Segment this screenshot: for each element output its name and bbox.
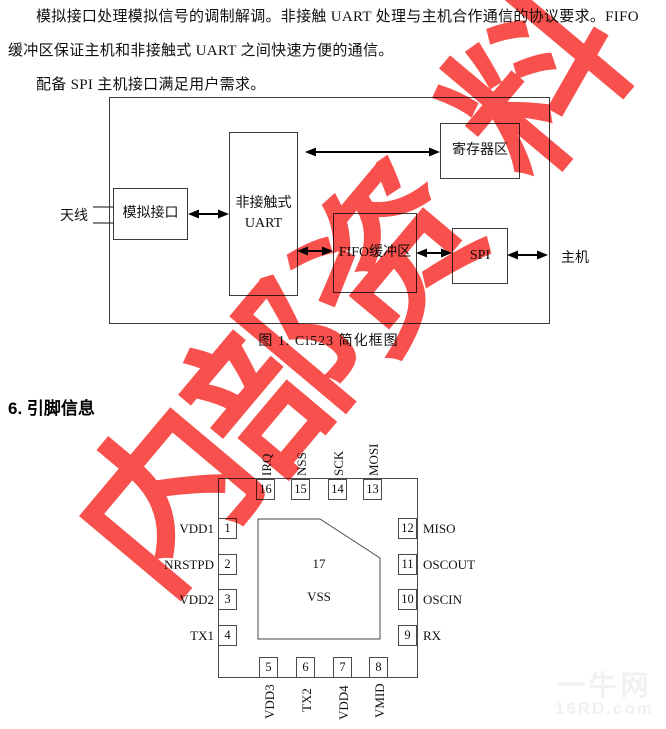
pin-number-1: 1: [218, 518, 237, 539]
spi-block: SPI: [452, 228, 508, 284]
pin-label-irq: IRQ: [259, 453, 274, 476]
pin-number-11: 11: [398, 554, 417, 575]
pin-label-vdd4: VDD4: [336, 685, 351, 720]
site-watermark-name: 一牛网: [556, 670, 653, 701]
intro-line-3: 配备 SPI 主机接口满足用户需求。: [36, 77, 266, 93]
pin-number-14: 14: [328, 479, 347, 500]
block-diagram-outer-box: [109, 97, 550, 324]
pin-label-miso: MISO: [423, 521, 456, 536]
analog-interface-block: 模拟接口: [113, 188, 188, 240]
site-watermark-url: 16RD.com: [554, 699, 654, 718]
pin-label-vdd3: VDD3: [262, 684, 277, 719]
pin-number-16: 16: [256, 479, 275, 500]
register-area-block: 寄存器区: [440, 123, 520, 179]
host-label: 主机: [561, 251, 589, 266]
pin-number-10: 10: [398, 589, 417, 610]
uart-block-line2: UART: [244, 216, 283, 231]
pin-number-5: 5: [259, 657, 278, 678]
fifo-buffer-block: FIFO缓冲区: [333, 213, 417, 293]
pin-number-6: 6: [296, 657, 315, 678]
pin-number-15: 15: [291, 479, 310, 500]
antenna-label: 天线: [60, 209, 88, 224]
intro-line-1: 模拟接口处理模拟信号的调制解调。非接触 UART 处理与主机合作通信的协议要求。…: [36, 9, 639, 25]
site-watermark: 一牛网 16RD.com: [555, 672, 654, 718]
pin-label-nrstpd: NRSTPD: [164, 557, 214, 572]
pin-number-2: 2: [218, 554, 237, 575]
figure-caption: 图 1. Ci523 简化框图: [258, 334, 399, 349]
block-diagram-arrows: [93, 147, 548, 260]
pin-label-tx2: TX2: [299, 688, 314, 712]
pin-label-sck: SCK: [331, 450, 346, 476]
pin-label-vdd1: VDD1: [179, 521, 214, 536]
intro-line-2: 缓冲区保证主机和非接触式 UART 之间快速方便的通信。: [8, 43, 394, 59]
pin-label-vmid: VMID: [372, 683, 387, 718]
pin-label-tx1: TX1: [190, 628, 214, 643]
uart-block-line1: 非接触式: [235, 196, 292, 211]
pin-number-13: 13: [363, 479, 382, 500]
center-pad-number: 17: [312, 556, 326, 571]
pin-label-nss: NSS: [294, 452, 309, 476]
contactless-uart-block: 非接触式 UART: [229, 132, 298, 296]
pin-number-9: 9: [398, 625, 417, 646]
pin-number-4: 4: [218, 625, 237, 646]
center-pad-shape: [257, 518, 381, 640]
pin-number-8: 8: [369, 657, 388, 678]
pin-label-oscin: OSCIN: [423, 592, 463, 607]
pin-label-vdd2: VDD2: [179, 592, 214, 607]
center-pad-label: VSS: [307, 589, 331, 604]
pin-label-oscout: OSCOUT: [423, 557, 476, 572]
pin-number-3: 3: [218, 589, 237, 610]
pin-number-7: 7: [333, 657, 352, 678]
pin-label-mosi: MOSI: [366, 443, 381, 476]
pin-label-rx: RX: [423, 628, 442, 643]
pin-number-12: 12: [398, 518, 417, 539]
section-title: 6. 引脚信息: [8, 399, 95, 418]
